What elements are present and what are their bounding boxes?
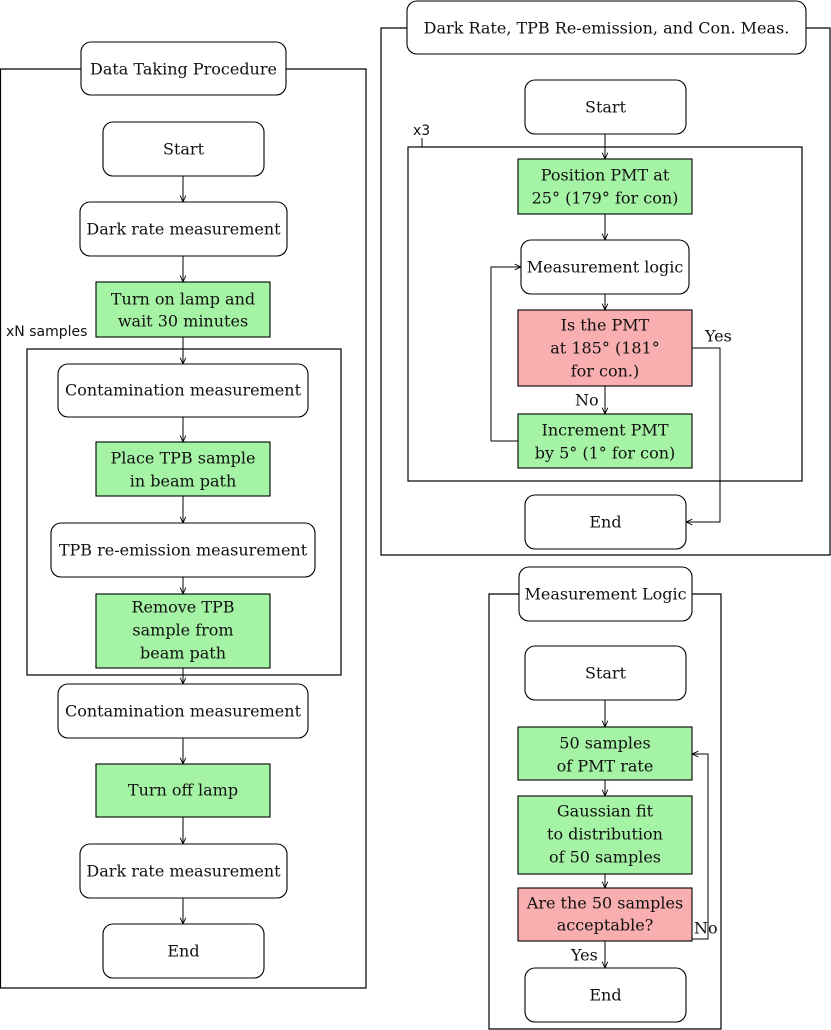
contamination-node-1: Contamination measurement bbox=[57, 363, 309, 418]
logic-edges bbox=[605, 700, 709, 968]
svg-text:50 samples: 50 samples bbox=[559, 734, 650, 753]
svg-text:TPB re-emission measurement: TPB re-emission measurement bbox=[59, 541, 308, 560]
svg-text:by 5° (1° for con): by 5° (1° for con) bbox=[535, 444, 676, 463]
procedure-frame bbox=[0, 68, 367, 989]
svg-text:Dark rate measurement: Dark rate measurement bbox=[86, 220, 281, 239]
svg-text:Dark rate measurement: Dark rate measurement bbox=[86, 862, 281, 881]
place-sample-node: Place TPB sample in beam path bbox=[95, 441, 271, 497]
dark-rate-end-node: End bbox=[524, 494, 687, 550]
svg-text:Contamination measurement: Contamination measurement bbox=[65, 702, 302, 721]
dark-rate-yes-label: Yes bbox=[704, 327, 732, 346]
logic-yes-label: Yes bbox=[570, 946, 598, 965]
svg-text:Measurement logic: Measurement logic bbox=[527, 258, 684, 277]
svg-text:of PMT rate: of PMT rate bbox=[557, 757, 654, 776]
dark-rate-frame bbox=[380, 27, 831, 556]
increment-pmt-node: Increment PMT by 5° (1° for con) bbox=[517, 413, 693, 469]
svg-text:Turn on lamp and: Turn on lamp and bbox=[111, 290, 255, 309]
procedure-title: Data Taking Procedure bbox=[80, 41, 287, 96]
svg-text:Data Taking Procedure: Data Taking Procedure bbox=[90, 60, 277, 79]
svg-text:End: End bbox=[589, 513, 621, 532]
svg-text:Start: Start bbox=[585, 98, 627, 117]
svg-text:of 50 samples: of 50 samples bbox=[549, 848, 661, 867]
samples-loop-label: xN samples bbox=[6, 324, 87, 340]
svg-text:wait 30 minutes: wait 30 minutes bbox=[118, 312, 248, 331]
tpb-measurement-node: TPB re-emission measurement bbox=[50, 522, 316, 578]
dark-rate-edges bbox=[490, 134, 721, 522]
logic-frame bbox=[488, 593, 722, 1030]
logic-title: Measurement Logic bbox=[518, 566, 693, 622]
svg-text:Gaussian fit: Gaussian fit bbox=[557, 802, 654, 821]
samples-loop-frame bbox=[26, 348, 342, 676]
gaussian-fit-node: Gaussian fit to distribution of 50 sampl… bbox=[517, 795, 693, 875]
dark-rate-title: Dark Rate, TPB Re-emission, and Con. Mea… bbox=[406, 0, 807, 55]
samples-acceptable-decision-node: Are the 50 samples acceptable? bbox=[517, 887, 693, 942]
svg-text:Turn off lamp: Turn off lamp bbox=[128, 781, 238, 800]
svg-text:acceptable?: acceptable? bbox=[557, 916, 654, 935]
svg-text:Measurement Logic: Measurement Logic bbox=[524, 585, 686, 604]
lamp-off-node: Turn off lamp bbox=[95, 763, 271, 818]
procedure-start-node: Start bbox=[102, 121, 265, 177]
contamination-node-2: Contamination measurement bbox=[57, 683, 309, 739]
svg-text:sample from: sample from bbox=[132, 621, 233, 640]
svg-text:End: End bbox=[167, 942, 199, 961]
svg-text:Increment PMT: Increment PMT bbox=[542, 421, 669, 440]
svg-text:beam path: beam path bbox=[140, 644, 226, 663]
pmt-samples-node: 50 samples of PMT rate bbox=[517, 726, 693, 781]
pmt-angle-decision-node: Is the PMT at 185° (181° for con.) bbox=[517, 309, 693, 387]
logic-start-node: Start bbox=[524, 645, 687, 701]
svg-text:at 185° (181°: at 185° (181° bbox=[550, 339, 659, 358]
logic-end-node: End bbox=[524, 967, 687, 1023]
procedure-end-node: End bbox=[102, 923, 265, 979]
procedure-dark-rate-node: Dark rate measurement bbox=[79, 201, 288, 257]
svg-text:Remove TPB: Remove TPB bbox=[131, 598, 234, 617]
lamp-on-node: Turn on lamp and wait 30 minutes bbox=[95, 281, 271, 338]
svg-text:Position PMT at: Position PMT at bbox=[541, 166, 670, 185]
svg-text:Start: Start bbox=[163, 140, 205, 159]
svg-text:Are the 50 samples: Are the 50 samples bbox=[526, 894, 683, 913]
logic-no-label: No bbox=[694, 919, 718, 938]
svg-text:Place TPB sample: Place TPB sample bbox=[111, 449, 256, 468]
remove-sample-node: Remove TPB sample from beam path bbox=[95, 593, 271, 669]
svg-text:Start: Start bbox=[585, 664, 627, 683]
svg-text:to distribution: to distribution bbox=[547, 825, 663, 844]
position-pmt-node: Position PMT at 25° (179° for con) bbox=[517, 158, 693, 215]
measurement-logic-node: Measurement logic bbox=[520, 239, 690, 295]
svg-text:25° (179° for con): 25° (179° for con) bbox=[532, 189, 679, 208]
dark-rate-no-label: No bbox=[575, 391, 599, 410]
svg-text:for con.): for con.) bbox=[571, 362, 640, 381]
procedure-dark-rate-node-2: Dark rate measurement bbox=[79, 843, 288, 899]
svg-text:Contamination measurement: Contamination measurement bbox=[65, 381, 302, 400]
svg-text:Dark Rate, TPB Re-emission, an: Dark Rate, TPB Re-emission, and Con. Mea… bbox=[424, 19, 790, 38]
svg-text:End: End bbox=[589, 986, 621, 1005]
repeat-loop-label: x3 bbox=[413, 123, 430, 139]
svg-text:Is the PMT: Is the PMT bbox=[561, 316, 650, 335]
svg-text:in beam path: in beam path bbox=[130, 472, 237, 491]
dark-rate-start-node: Start bbox=[524, 79, 687, 135]
